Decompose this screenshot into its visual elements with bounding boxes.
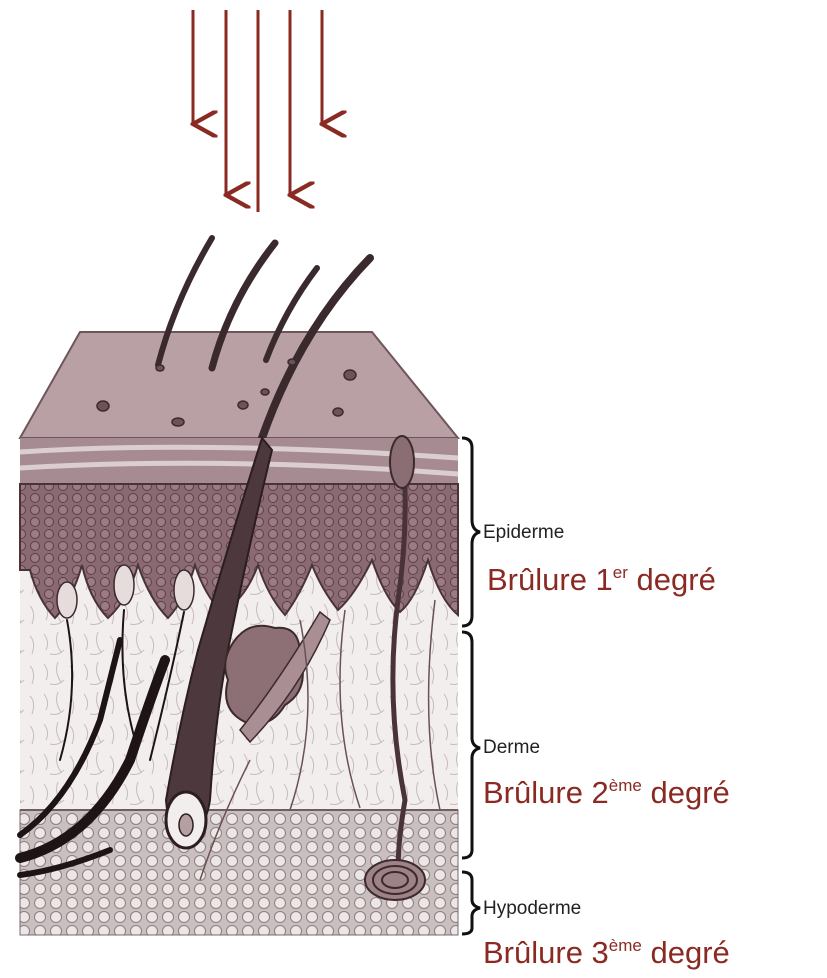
derme-label: Derme xyxy=(483,737,540,759)
burn-3-sup: ème xyxy=(609,936,642,955)
epiderme-label: Epiderme xyxy=(483,522,564,544)
heat-arrows xyxy=(193,10,322,212)
burn-1-sup: er xyxy=(613,563,628,582)
burn-2-prefix: Brûlure 2 xyxy=(483,775,609,810)
hypoderme-label: Hypoderme xyxy=(483,898,581,920)
burn-1-prefix: Brûlure 1 xyxy=(487,562,613,597)
burn-1-label: Brûlure 1er degré xyxy=(487,562,716,598)
sweat-gland-coil xyxy=(365,860,425,900)
sweat-pore xyxy=(390,436,414,488)
skin-surface xyxy=(20,332,458,438)
burn-2-suffix: degré xyxy=(642,775,730,810)
burn-2-sup: ème xyxy=(609,776,642,795)
burn-3-label: Brûlure 3ème degré xyxy=(483,935,730,971)
burn-2-label: Brûlure 2ème degré xyxy=(483,775,730,811)
layer-braces xyxy=(462,438,480,934)
burn-3-prefix: Brûlure 3 xyxy=(483,935,609,970)
burn-3-suffix: degré xyxy=(642,935,730,970)
burn-1-suffix: degré xyxy=(628,562,716,597)
